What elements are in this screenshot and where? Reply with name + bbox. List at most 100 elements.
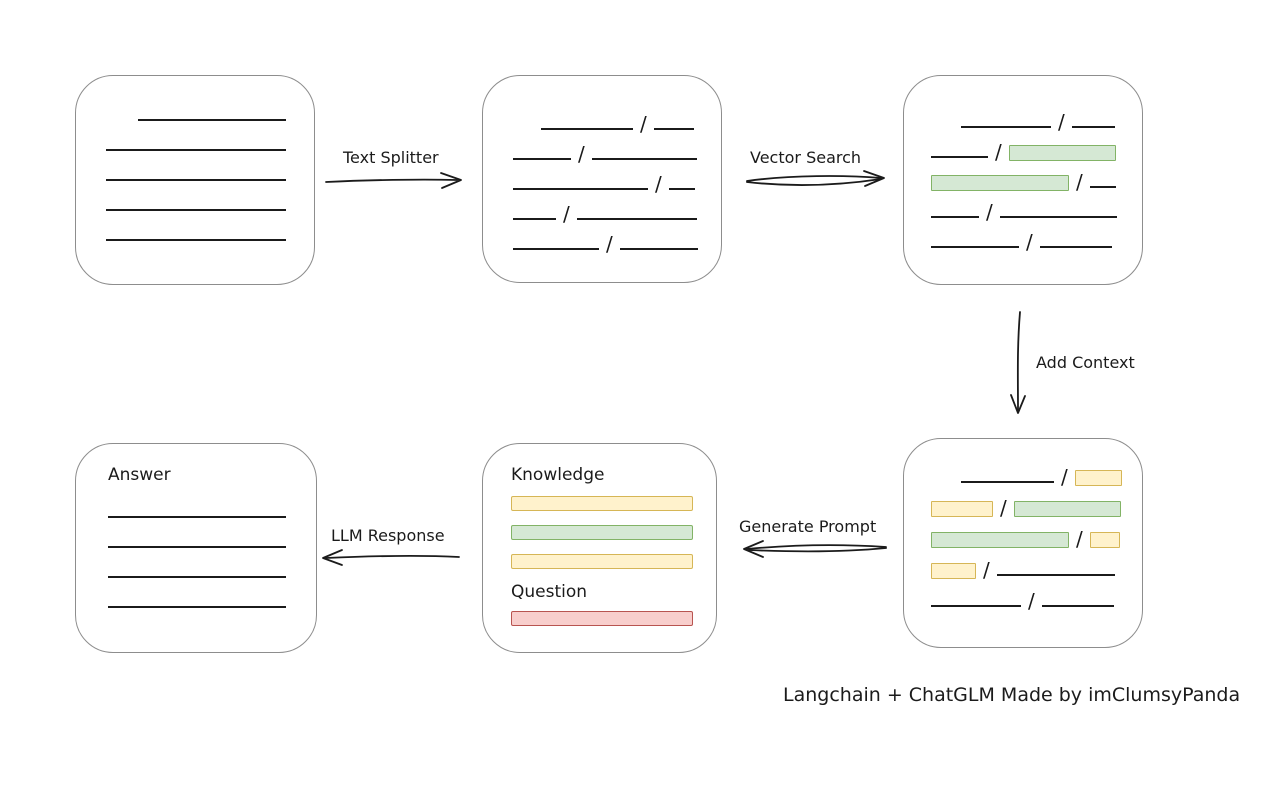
text-line — [513, 158, 571, 160]
knowledge-bars — [511, 496, 716, 569]
content-row: / — [513, 134, 721, 164]
content-row: / — [931, 102, 1142, 132]
text-line — [931, 605, 1021, 607]
content-row: / — [513, 104, 721, 134]
text-line — [1039, 246, 1112, 248]
content-row — [108, 492, 316, 522]
llm-response-arrow — [322, 549, 460, 566]
generate-prompt-label: Generate Prompt — [739, 517, 877, 536]
diagram-caption: Langchain + ChatGLM Made by imClumsyPand… — [783, 684, 1241, 706]
text-line — [961, 481, 1054, 483]
text-line — [108, 516, 286, 518]
text-line — [576, 218, 697, 220]
slash-separator: / — [995, 140, 1002, 164]
text-line — [106, 149, 286, 151]
generate-prompt-arrow — [743, 540, 887, 558]
content-row: / — [513, 224, 721, 254]
text-line — [668, 188, 695, 190]
text-line — [961, 126, 1051, 128]
text-line — [108, 576, 286, 578]
content-row — [106, 155, 314, 185]
text-line — [653, 128, 694, 130]
yellow-chunk — [931, 563, 976, 579]
context-chunks-node: / / / / / — [903, 438, 1143, 648]
knowledge-label: Knowledge — [511, 465, 605, 485]
green-chunk — [931, 532, 1069, 548]
text-line — [999, 216, 1117, 218]
text-line — [931, 156, 988, 158]
content-row: / — [931, 487, 1142, 518]
red-bar — [511, 611, 693, 626]
text-line — [106, 209, 286, 211]
text-line — [513, 218, 556, 220]
yellow-chunk — [1089, 532, 1120, 548]
slash-separator: / — [655, 172, 662, 196]
green-chunk — [1008, 145, 1116, 161]
content-row: / — [513, 194, 721, 224]
text-line — [1041, 605, 1114, 607]
slash-separator: / — [1061, 465, 1068, 489]
text-line — [931, 216, 979, 218]
green-chunk — [1013, 501, 1121, 517]
answer-label: Answer — [108, 465, 171, 485]
slash-separator: / — [1058, 110, 1065, 134]
matched-chunks-node: / / / / / — [903, 75, 1143, 285]
content-row — [108, 522, 316, 552]
content-row: / — [931, 549, 1142, 580]
slash-separator: / — [563, 202, 570, 226]
content-row: / — [513, 164, 721, 194]
document-lines — [76, 76, 314, 245]
text-line — [513, 248, 599, 250]
text-line — [106, 239, 286, 241]
vector-search-arrow — [746, 170, 885, 187]
text-line — [108, 606, 286, 608]
yellow-bar — [511, 496, 693, 511]
content-row: / — [931, 580, 1142, 611]
content-row: / — [931, 162, 1142, 192]
content-row — [106, 95, 314, 125]
split-chunks-node: / / / / / — [482, 75, 722, 283]
content-row: / — [931, 456, 1142, 487]
slash-separator: / — [983, 558, 990, 582]
text-splitter-arrow — [325, 172, 462, 189]
slash-separator: / — [606, 232, 613, 256]
slash-separator: / — [986, 200, 993, 224]
text-line — [619, 248, 698, 250]
answer-lines — [108, 492, 316, 612]
question-bars — [511, 611, 716, 626]
slash-separator: / — [1076, 527, 1083, 551]
content-row — [106, 215, 314, 245]
text-line — [108, 546, 286, 548]
llm-response-label: LLM Response — [331, 526, 445, 545]
add-context-label: Add Context — [1036, 353, 1135, 372]
text-line — [106, 179, 286, 181]
content-row — [108, 582, 316, 612]
chunk-lines: / / / / / — [483, 76, 721, 254]
slash-separator: / — [578, 142, 585, 166]
text-line — [996, 574, 1115, 576]
add-context-arrow — [1010, 311, 1026, 414]
slash-separator: / — [640, 112, 647, 136]
green-chunk — [931, 175, 1069, 191]
chunk-lines: / / / / / — [904, 76, 1142, 252]
yellow-chunk — [1074, 470, 1122, 486]
content-row: / — [931, 192, 1142, 222]
content-row: / — [931, 518, 1142, 549]
content-row — [106, 125, 314, 155]
text-line — [931, 246, 1019, 248]
source-document-node — [75, 75, 315, 285]
content-row — [108, 552, 316, 582]
slash-separator: / — [1026, 230, 1033, 254]
text-line — [138, 119, 286, 121]
slash-separator: / — [1028, 589, 1035, 613]
yellow-chunk — [931, 501, 993, 517]
slash-separator: / — [1076, 170, 1083, 194]
vector-search-label: Vector Search — [750, 148, 862, 167]
text-line — [1089, 186, 1116, 188]
answer-node: Answer — [75, 443, 317, 653]
text-line — [591, 158, 697, 160]
text-splitter-label: Text Splitter — [343, 148, 439, 167]
content-row — [106, 185, 314, 215]
slash-separator: / — [1000, 496, 1007, 520]
